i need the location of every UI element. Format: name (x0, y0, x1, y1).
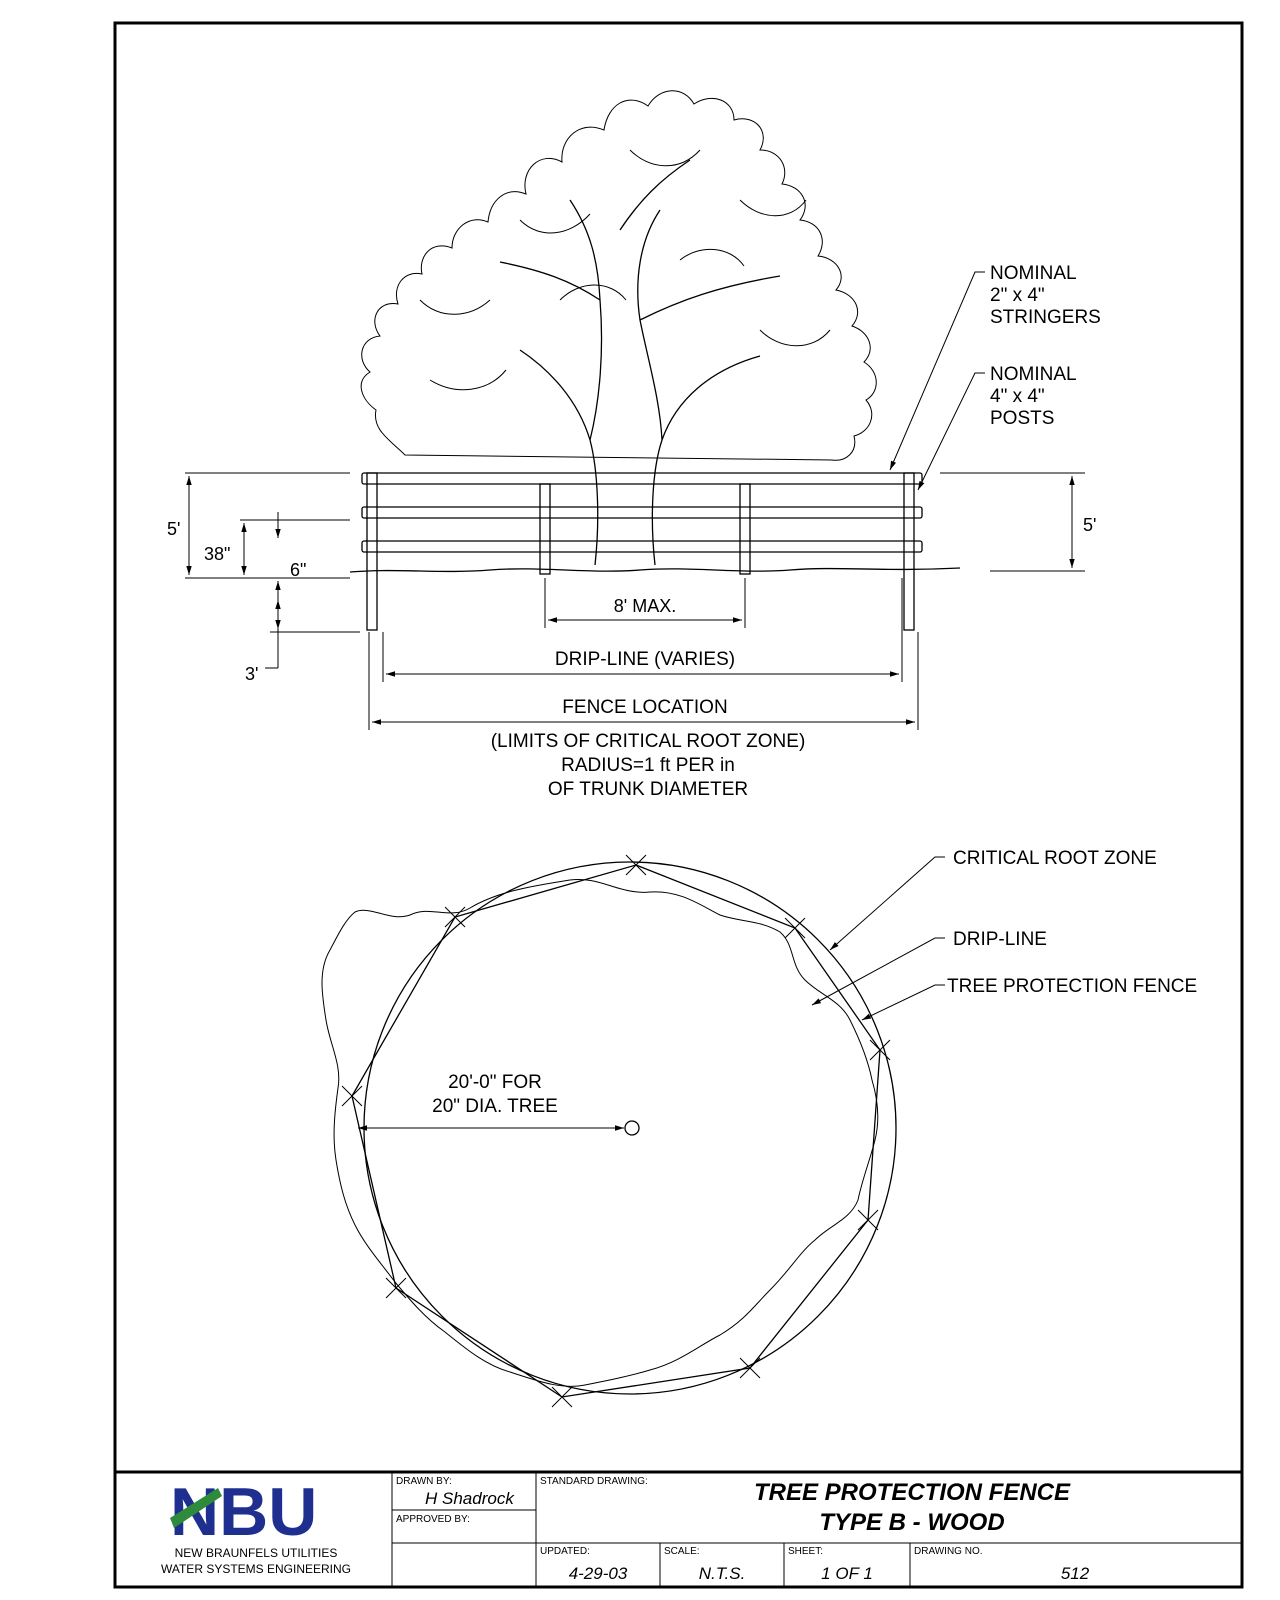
dim-5ft-right: 5' (1083, 515, 1096, 535)
org-line-1: NEW BRAUNFELS UTILITIES (175, 1546, 338, 1560)
post-label-2: 4" x 4" (990, 386, 1045, 407)
label-drip-line: DRIP-LINE (953, 929, 1047, 950)
label-critical-root-zone: CRITICAL ROOT ZONE (953, 848, 1157, 869)
elevation-callouts: NOMINAL 2" x 4" STRINGERS NOMINAL 4" x 4… (889, 263, 1101, 491)
stringer-label-1: NOMINAL (990, 263, 1077, 284)
tree-canopy-detail (419, 149, 831, 391)
drawing-title-line-2: TYPE B - WOOD (819, 1509, 1004, 1536)
stringer-label-3: STRINGERS (990, 307, 1101, 328)
post-1 (366, 472, 378, 631)
drawing-no-value: 512 (1061, 1564, 1090, 1583)
logo-accent-swoosh (170, 1488, 222, 1528)
approved-by-label: APPROVED BY: (396, 1514, 470, 1525)
post-3 (739, 483, 751, 575)
stringer-label-2: 2" x 4" (990, 285, 1045, 306)
stringer-middle (361, 506, 923, 519)
drawn-by-label: DRAWN BY: (396, 1476, 452, 1487)
sheet-label: SHEET: (788, 1546, 823, 1557)
standard-drawing-label: STANDARD DRAWING: (540, 1476, 648, 1487)
drawing-title-line-1: TREE PROTECTION FENCE (754, 1479, 1071, 1506)
note-line-3: OF TRUNK DIAMETER (548, 779, 748, 800)
trunk-center-marker (624, 1120, 640, 1136)
scale-label: SCALE: (664, 1546, 700, 1557)
fence-posts (366, 472, 915, 631)
dim-6in: 6" (290, 560, 306, 580)
post-4 (903, 472, 915, 631)
note-line-2: RADIUS=1 ft PER in (561, 755, 735, 776)
sheet-border (113, 21, 1244, 1589)
stringer-top (361, 472, 923, 485)
elevation-view: 5' 38" 6" 3' 5' 8' MAX. DRIP-LINE (VARIE… (167, 90, 1101, 800)
dim-3ft: 3' (245, 664, 258, 684)
nbu-logo: NBU (170, 1474, 317, 1550)
tree-protection-fence-outline (351, 864, 881, 1398)
dim-fence-location: FENCE LOCATION (562, 697, 727, 718)
dim-38in: 38" (204, 544, 230, 564)
stringer-bottom (361, 540, 923, 553)
grade-line (349, 567, 961, 573)
label-tree-protection-fence: TREE PROTECTION FENCE (947, 976, 1197, 997)
sheet-value: 1 OF 1 (821, 1564, 873, 1583)
org-line-2: WATER SYSTEMS ENGINEERING (161, 1562, 351, 1576)
dim-8ft-max: 8' MAX. (614, 596, 676, 616)
left-dimensions: 5' 38" 6" 3' (167, 472, 360, 684)
tree-canopy (360, 90, 877, 461)
dim-dripline: DRIP-LINE (VARIES) (555, 649, 735, 670)
tree-trunk (499, 159, 781, 566)
right-dimension: 5' (940, 472, 1096, 572)
updated-value: 4-29-03 (569, 1564, 628, 1583)
fence-post-markers (341, 854, 891, 1408)
plan-callouts: CRITICAL ROOT ZONE DRIP-LINE TREE PROTEC… (811, 848, 1197, 1021)
plan-view: 20'-0" FOR 20" DIA. TREE CRITICAL ROOT Z… (321, 848, 1197, 1408)
bottom-dimensions: 8' MAX. DRIP-LINE (VARIES) FENCE LOCATIO… (368, 578, 919, 800)
post-label-1: NOMINAL (990, 364, 1077, 385)
radius-label-2: 20" DIA. TREE (432, 1096, 558, 1117)
scale-value: N.T.S. (699, 1564, 746, 1583)
post-label-3: POSTS (990, 408, 1054, 429)
post-2 (539, 483, 551, 575)
note-line-1: (LIMITS OF CRITICAL ROOT ZONE) (491, 731, 806, 752)
drip-line-outline (321, 878, 879, 1387)
updated-label: UPDATED: (540, 1546, 590, 1557)
dim-5ft-left: 5' (167, 519, 180, 539)
radius-label-1: 20'-0" FOR (448, 1072, 542, 1093)
drawing-no-label: DRAWING NO. (914, 1546, 983, 1557)
title-block: NBU NEW BRAUNFELS UTILITIES WATER SYSTEM… (113, 1470, 1244, 1589)
drawn-by-value: H Shadrock (425, 1489, 515, 1508)
